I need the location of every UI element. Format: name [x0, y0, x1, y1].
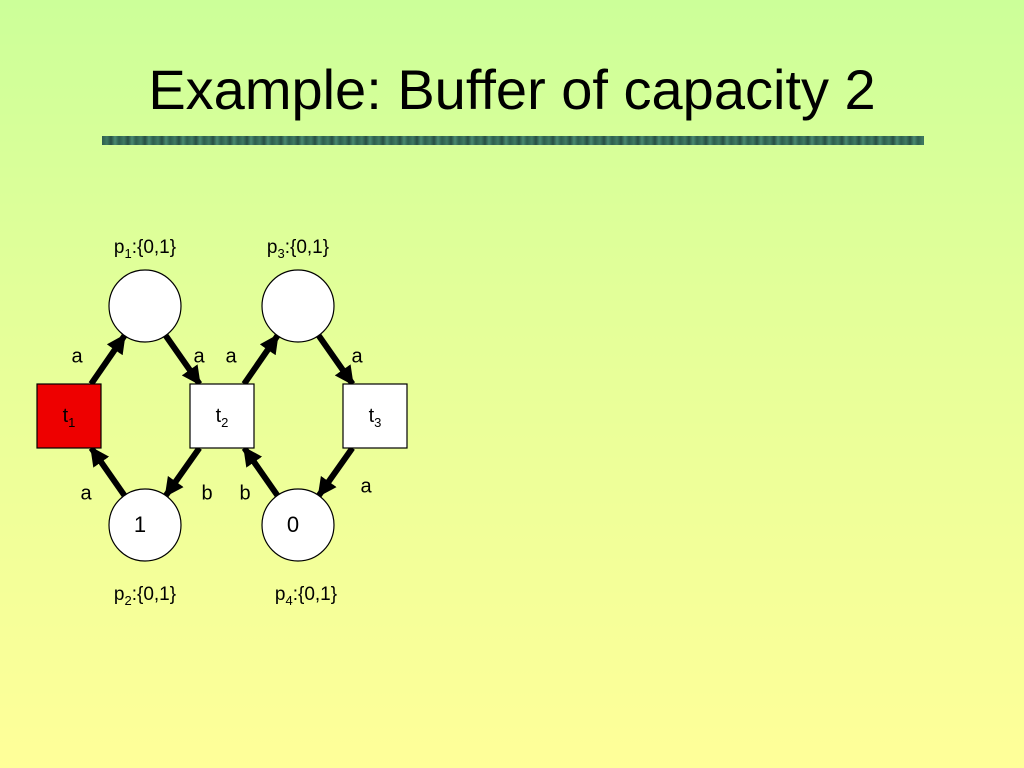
- place-p4: [261, 488, 335, 562]
- place-label-subscript: 4: [285, 593, 292, 608]
- nodes-layer: [36, 269, 408, 562]
- transition-label-t1: t1: [63, 405, 76, 430]
- place-label-domain: :{0,1}: [132, 584, 176, 605]
- transition-label-name: t: [216, 405, 222, 427]
- transition-t3: [342, 383, 408, 449]
- arc-t2-p3: [241, 333, 281, 386]
- place-p1: [108, 269, 182, 343]
- arc-t3-p4: [316, 446, 355, 498]
- transition-t1: [36, 383, 102, 449]
- arc-p3-t3: [316, 333, 356, 386]
- arc-label-t2-p3: a: [225, 345, 237, 367]
- place-label-domain: :{0,1}: [293, 584, 337, 605]
- transition-label-subscript: 3: [374, 415, 381, 430]
- place-label-p2: p2:{0,1}: [114, 584, 176, 608]
- arc-label-p1-t2: a: [193, 345, 205, 367]
- place-label-subscript: 3: [277, 246, 284, 261]
- place-p2: [108, 488, 182, 562]
- arc-label-t1-p1: a: [71, 345, 83, 367]
- place-label-domain: :{0,1}: [285, 237, 329, 258]
- transition-label-name: t: [63, 405, 69, 427]
- place-label-domain: :{0,1}: [132, 237, 176, 258]
- arc-label-p3-t3: a: [351, 345, 363, 367]
- transition-label-name: t: [369, 405, 375, 427]
- arc-t1-p1: [88, 333, 128, 386]
- place-tokens-p2: 1: [134, 512, 146, 537]
- place-label-name: p: [114, 584, 125, 605]
- place-tokens-p4: 0: [287, 512, 299, 537]
- transition-label-subscript: 2: [221, 415, 228, 430]
- place-label-p3: p3:{0,1}: [267, 237, 329, 261]
- transition-label-t3: t3: [369, 405, 382, 430]
- arc-t2-p2: [163, 446, 202, 498]
- place-label-subscript: 2: [124, 593, 131, 608]
- place-label-name: p: [114, 237, 125, 258]
- slide-title: Example: Buffer of capacity 2: [148, 58, 876, 121]
- arc-label-t2-p2: b: [201, 482, 212, 504]
- arc-p1-t2: [163, 333, 203, 386]
- place-label-name: p: [275, 584, 286, 605]
- transition-t2: [189, 383, 255, 449]
- arc-label-p2-t1: a: [80, 482, 92, 504]
- place-label-subscript: 1: [124, 246, 131, 261]
- transition-label-t2: t2: [216, 405, 229, 430]
- transition-label-subscript: 1: [68, 415, 75, 430]
- place-label-p4: p4:{0,1}: [275, 584, 337, 608]
- arc-label-p4-t2: b: [239, 482, 250, 504]
- arc-p4-t2: [241, 446, 280, 498]
- arcs-layer: [88, 333, 356, 498]
- place-p3: [261, 269, 335, 343]
- arc-p2-t1: [88, 446, 127, 498]
- title-underline: [102, 136, 924, 145]
- arc-label-t3-p4: a: [360, 475, 372, 497]
- place-label-name: p: [267, 237, 278, 258]
- place-label-p1: p1:{0,1}: [114, 237, 176, 261]
